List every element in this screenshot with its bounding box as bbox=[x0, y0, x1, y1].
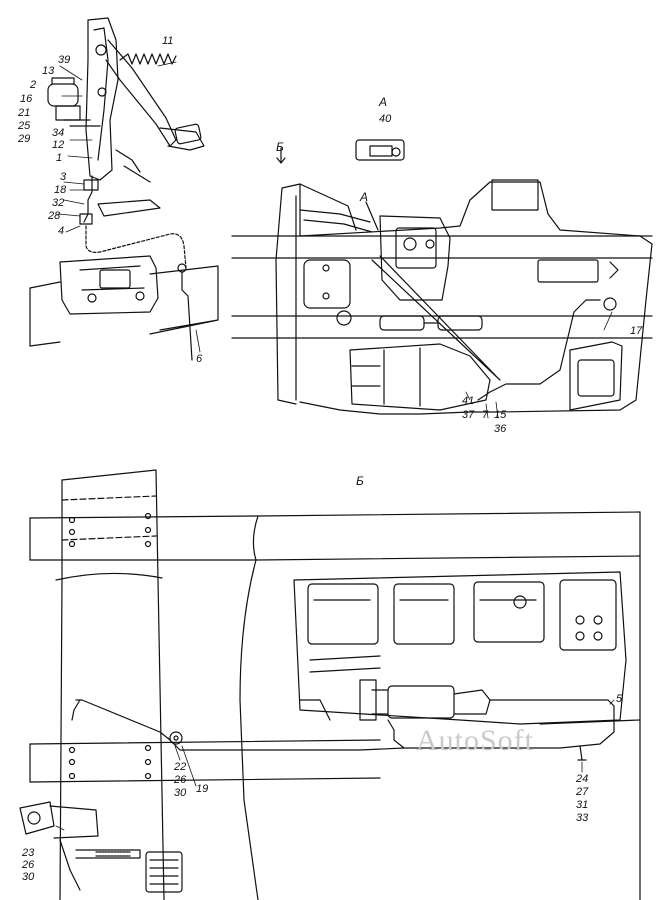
part-label-4: 4 bbox=[58, 225, 65, 237]
part-label-30-lower: 30 bbox=[22, 871, 35, 883]
part-label-6: 6 bbox=[196, 353, 203, 365]
hydraulic-hose-upper bbox=[85, 225, 187, 269]
frame-beam-left bbox=[29, 265, 219, 347]
frame-plan-view bbox=[29, 469, 641, 900]
leaders-plan-view bbox=[55, 699, 615, 831]
gearbox-side-view bbox=[231, 179, 653, 415]
part-label-26-lower: 26 bbox=[22, 859, 35, 871]
part-label-34: 34 bbox=[52, 127, 65, 139]
leader-a bbox=[365, 201, 379, 231]
part-label-19: 19 bbox=[196, 783, 209, 795]
part-label-11: 11 bbox=[162, 35, 174, 47]
pipe-6 bbox=[181, 271, 193, 361]
view-b-title: Б bbox=[356, 474, 364, 488]
pedal-assembly bbox=[47, 17, 205, 225]
part-label-31: 31 bbox=[576, 799, 589, 811]
watermark-text: AutoSoft bbox=[416, 724, 535, 757]
gearbox-plan-view bbox=[293, 571, 627, 725]
part-label-24: 24 bbox=[576, 773, 589, 785]
part-label-16: 16 bbox=[20, 93, 33, 105]
view-a-marker: А bbox=[360, 190, 369, 204]
leaders-top-view bbox=[57, 61, 613, 419]
part-label-5: 5 bbox=[616, 693, 623, 705]
part-label-25: 25 bbox=[18, 120, 31, 132]
part-label-40: 40 bbox=[379, 113, 392, 125]
view-b-arrow-label: Б bbox=[276, 140, 284, 154]
part-label-37: 37 bbox=[462, 409, 475, 421]
part-label-15: 15 bbox=[494, 409, 507, 421]
part-label-21: 21 bbox=[18, 107, 31, 119]
pedal-plan-view bbox=[19, 801, 183, 893]
detail-a-fitting bbox=[355, 139, 405, 161]
part-label-12: 12 bbox=[52, 139, 65, 151]
part-label-32: 32 bbox=[52, 197, 65, 209]
part-label-18: 18 bbox=[54, 184, 67, 196]
part-label-2: 2 bbox=[30, 79, 37, 91]
part-label-23: 23 bbox=[22, 847, 35, 859]
part-label-29: 29 bbox=[18, 133, 31, 145]
part-label-1: 1 bbox=[56, 152, 63, 164]
part-label-30-upper: 30 bbox=[174, 787, 187, 799]
frame-bracket-left bbox=[59, 255, 159, 315]
part-label-27: 27 bbox=[576, 786, 589, 798]
part-label-3: 3 bbox=[60, 171, 67, 183]
part-label-28: 28 bbox=[48, 210, 61, 222]
part-label-33: 33 bbox=[576, 812, 589, 824]
part-label-39: 39 bbox=[58, 54, 71, 66]
part-label-17: 17 bbox=[630, 325, 643, 337]
part-label-13: 13 bbox=[42, 65, 55, 77]
part-label-36: 36 bbox=[494, 423, 507, 435]
pipes-plan-view bbox=[71, 699, 615, 761]
part-label-7: 7 bbox=[482, 409, 489, 421]
part-label-41: 41 bbox=[462, 395, 475, 407]
view-a-title: А bbox=[379, 95, 388, 109]
part-label-26-upper: 26 bbox=[174, 774, 187, 786]
view-b-arrow bbox=[276, 147, 286, 164]
part-label-22: 22 bbox=[174, 761, 187, 773]
